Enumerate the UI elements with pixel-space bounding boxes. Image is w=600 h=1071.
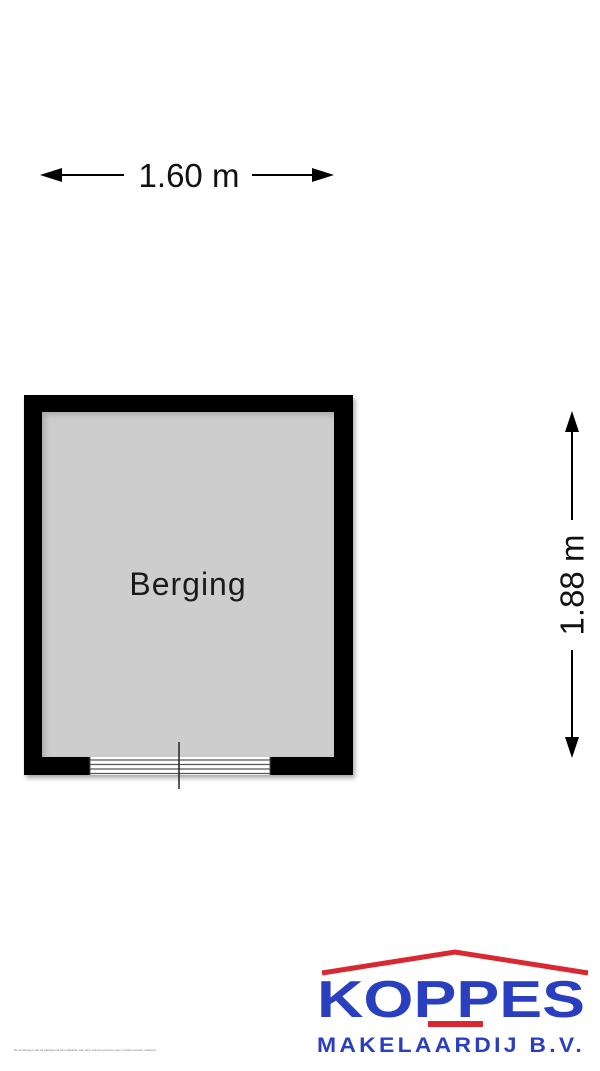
- height-dimension: 1.88 m: [554, 411, 591, 758]
- width-dimension: 1.60 m: [40, 157, 334, 194]
- room-floor: [42, 412, 334, 757]
- door: [89, 742, 271, 789]
- room-label: Berging: [129, 566, 246, 602]
- logo-subtitle: MAKELAARDIJ B.V.: [317, 1034, 585, 1057]
- disclaimer-text: De afmetingen van de plattegrond zijn in…: [14, 1048, 157, 1052]
- arrow-down-icon: [565, 737, 579, 758]
- arrow-up-icon: [565, 411, 579, 432]
- door-opening: [90, 757, 270, 775]
- arrow-left-icon: [40, 168, 62, 182]
- logo-name: KOPPES: [317, 971, 585, 1029]
- logo-red-bar: [428, 1021, 483, 1027]
- roof-icon: [321, 949, 589, 976]
- width-dimension-label: 1.60 m: [139, 157, 240, 194]
- koppes-logo: KOPPES MAKELAARDIJ B.V.: [317, 949, 589, 1057]
- room-berging: Berging: [24, 395, 353, 789]
- arrow-right-icon: [312, 168, 334, 182]
- height-dimension-label: 1.88 m: [554, 535, 591, 636]
